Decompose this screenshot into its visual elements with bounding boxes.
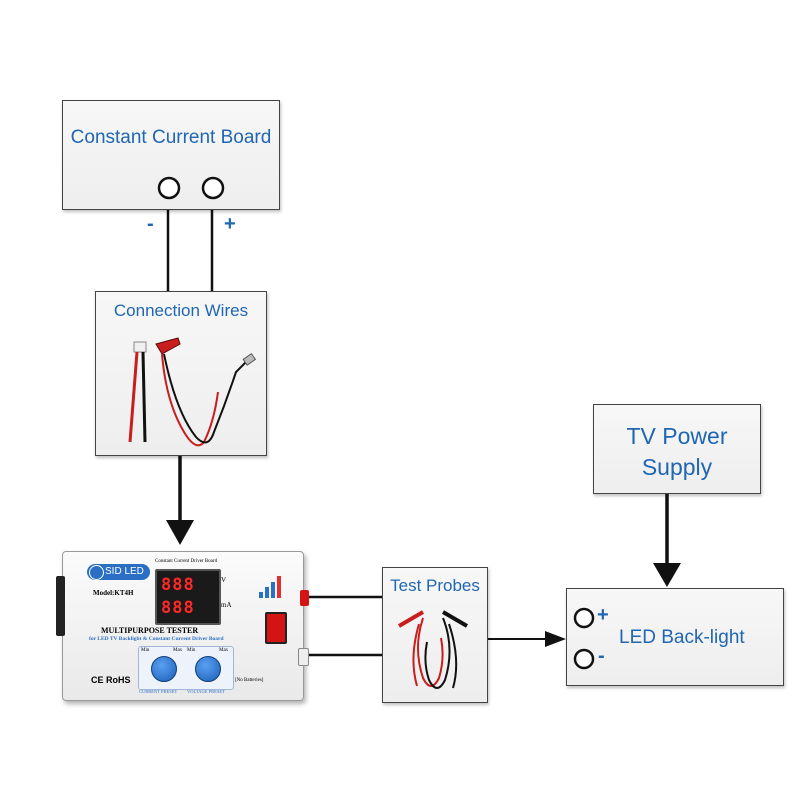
- voltage-preset-knob[interactable]: [195, 656, 221, 682]
- tester-brand-logo: SID LED: [87, 564, 150, 580]
- constant-current-board-box: Constant Current Board: [62, 100, 280, 210]
- tester-model: Model:KT4H: [93, 589, 134, 597]
- signal-bars-icon: [259, 574, 281, 598]
- tester-display-label: Constant Current Driver Board: [155, 559, 218, 564]
- tester-current-readout: 888: [161, 598, 195, 618]
- tester-display: 888 888: [155, 569, 221, 625]
- board-plus-sign: +: [224, 213, 236, 235]
- tester-brand: SID LED: [105, 566, 144, 577]
- current-knob-min-label: Min: [141, 648, 150, 653]
- side-port-left: [56, 576, 65, 636]
- dc-plug-icon: [242, 352, 257, 366]
- led-terminal-icons: [573, 607, 595, 670]
- connection-wires-title: Connection Wires: [113, 301, 249, 320]
- voltage-preset-label: VOLTAGE PRESET: [187, 689, 225, 694]
- current-preset-knob[interactable]: [151, 656, 177, 682]
- tester-unit-voltage: V: [221, 576, 227, 584]
- board-minus-sign: -: [147, 213, 154, 235]
- output-port-top: [300, 590, 309, 606]
- board-minus-terminal-icon: [157, 176, 181, 200]
- voltage-knob-min-label: Min: [187, 648, 196, 653]
- led-minus-sign: -: [598, 645, 605, 667]
- jst-connector-icon: [133, 341, 147, 353]
- led-minus-terminal-icon: [573, 648, 595, 670]
- board-terminal-icons: [157, 176, 225, 200]
- arrow-probes-to-led-head: [545, 631, 566, 647]
- knob-panel: Min Max Min Max: [138, 646, 234, 690]
- connection-wires-box: Connection Wires: [95, 291, 267, 456]
- constant-current-board-title: Constant Current Board: [70, 127, 272, 148]
- test-probes-box: Test Probes: [382, 567, 488, 703]
- multipurpose-tester-device: SID LED Model:KT4H Constant Current Driv…: [56, 551, 309, 701]
- test-probes-illustration: [397, 610, 469, 689]
- tester-brand-icon: [89, 565, 104, 580]
- probe-red-icon: [397, 610, 425, 628]
- tester-power-switch[interactable]: [265, 612, 287, 644]
- tv-power-supply-box: TV Power Supply: [593, 404, 761, 494]
- probe-black-icon: [441, 610, 469, 628]
- tester-note: [No Batteries]: [235, 678, 264, 683]
- board-plus-terminal-icon: [201, 176, 225, 200]
- alligator-clip-icon: [155, 337, 181, 355]
- tester-subtitle: for LED TV Backlight & Constant Current …: [89, 636, 224, 642]
- test-probes-title: Test Probes: [390, 576, 480, 595]
- voltage-knob-max-label: Max: [219, 648, 229, 653]
- arrow-power-to-led-head: [653, 563, 681, 587]
- tester-certification-marks: CE RoHS: [91, 675, 131, 685]
- led-backlight-box: + - LED Back-light: [566, 588, 784, 686]
- led-plus-terminal-icon: [573, 607, 595, 629]
- connection-wires-illustration: [128, 337, 257, 447]
- led-backlight-title: LED Back-light: [619, 627, 745, 648]
- tester-voltage-readout: 888: [161, 575, 195, 595]
- tv-power-supply-title-line2: Supply: [641, 454, 713, 480]
- arrow-wires-to-tester-head: [166, 520, 194, 545]
- tester-name: MULTIPURPOSE TESTER: [101, 626, 199, 635]
- output-port-bottom: [298, 648, 309, 666]
- current-knob-max-label: Max: [173, 648, 183, 653]
- tv-power-supply-title-line1: TV Power: [626, 423, 728, 449]
- led-plus-sign: +: [597, 604, 609, 626]
- tester-unit-current: mA: [221, 601, 232, 609]
- current-preset-label: CURRENT PRESET: [139, 689, 178, 694]
